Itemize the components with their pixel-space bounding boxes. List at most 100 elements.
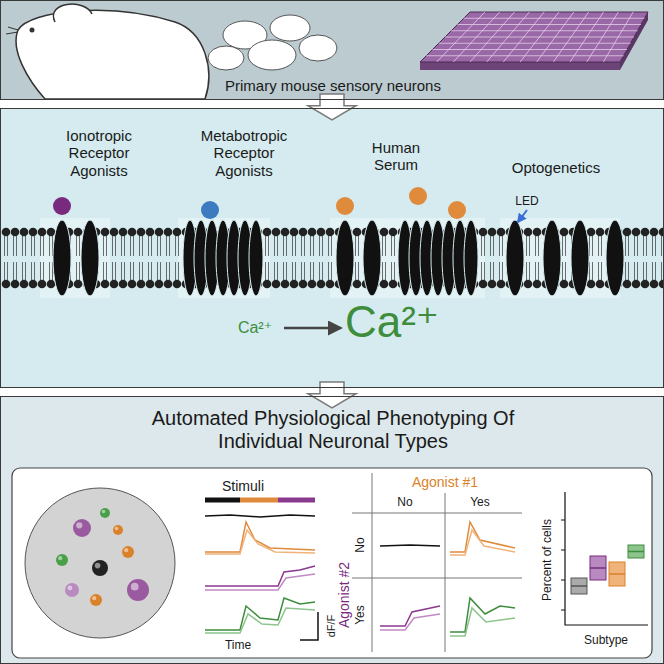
lipid-tail [527,236,530,280]
scale-bar [300,612,318,640]
lipid-head [38,228,47,237]
lipid-tail [266,236,269,280]
lipid-head [2,280,11,289]
lipid-tail [41,236,44,280]
figure-label: Subtype [584,634,628,647]
plate-edge [420,62,620,70]
panel-fill [0,396,664,664]
lipid-head [587,280,596,289]
plate-grid [458,24,642,25]
calcium-trace [450,522,515,552]
lipid-head [479,228,488,237]
lipid-tail [14,236,17,280]
lipid-tail [563,236,566,280]
imaged-neuron [127,579,149,601]
lipid-head [326,228,335,237]
lipid-head [623,280,632,289]
lipid-head [263,280,272,289]
figure-label: Agonist #1 [412,475,478,490]
receptor-channel [81,220,99,296]
neuron-highlight [76,522,82,528]
figure-label: dF/F [325,615,337,638]
neuron-highlight [124,548,128,552]
neuron-cell [270,15,310,41]
lipid-head [632,280,641,289]
lipid-head [281,280,290,289]
plate-grid [426,55,623,56]
lipid-head [389,228,398,237]
lipid-head [74,228,83,237]
lipid-tail [653,236,656,280]
flow-arrow [308,382,356,408]
imaged-neuron [122,546,134,558]
lipid-tail [176,236,179,280]
panel: Ionotropic Receptor Agonists Metabotropic… [0,108,664,388]
neuron-cell [299,35,337,61]
mouse-ear [53,4,92,22]
receptor-channel [249,220,263,296]
lipid-tail [590,236,593,280]
lipid-head [20,228,29,237]
channel-region [178,218,270,298]
neuron-highlight [131,583,139,591]
lipid-tail [77,236,80,280]
lipid-head [596,228,605,237]
calcium-trace [450,608,515,636]
lipid-head [74,280,83,289]
lipid-tail [536,236,539,280]
neuron-highlight [102,510,106,514]
lipid-tail [149,236,152,280]
imaged-neuron [113,525,123,535]
lipid-head [560,228,569,237]
lipid-head [596,280,605,289]
lipid-tail [491,236,494,280]
calcium-trace [205,608,315,633]
panel-heading: Automated Physiological Phenotyping Of I… [146,407,521,453]
panel-label: Ionotropic Receptor Agonists [49,127,149,179]
imaged-neuron [65,583,79,597]
lipid-head [299,228,308,237]
lipid-head [353,280,362,289]
figure-label: Yes [354,605,367,625]
imaged-neuron [90,594,102,606]
calcium-trace [205,515,315,517]
lipid-tail [131,236,134,280]
subtype-box [609,562,625,586]
lipid-tail [500,236,503,280]
receptor-channel [464,220,478,296]
mouse-eye [30,28,35,33]
serum-factor [448,201,466,219]
lipid-tail [392,236,395,280]
lipid-head [533,280,542,289]
channel-region [40,218,110,298]
calcium-trace [380,545,440,546]
lipid-tail [599,236,602,280]
lipid-tail [383,236,386,280]
panel-label: Primary mouse sensory neurons [173,77,493,94]
panel-label: Human Serum [361,139,431,174]
panel-label: Metabotropic Receptor Agonists [194,127,294,179]
imaged-neuron [100,508,110,518]
lipid-head [389,280,398,289]
lipid-head [11,228,20,237]
lipid-head [110,228,119,237]
calcium-trace [380,614,440,630]
lipid-head [308,280,317,289]
plate-grid [433,49,628,50]
subtype-box [590,556,606,580]
stimulus-bar [205,498,240,503]
lipid-tail [356,236,359,280]
calcium-trace [450,598,515,632]
lipid-head [641,280,650,289]
plate-grid [451,30,637,31]
flow-arrow [308,94,356,120]
stimulus-bar [240,498,278,503]
figure-label: LED [515,195,538,208]
culture-dish [25,488,175,638]
lipid-head [299,280,308,289]
calcium-trace [205,530,315,554]
lipid-head [146,228,155,237]
lipid-head [101,228,110,237]
median-line [628,551,644,553]
